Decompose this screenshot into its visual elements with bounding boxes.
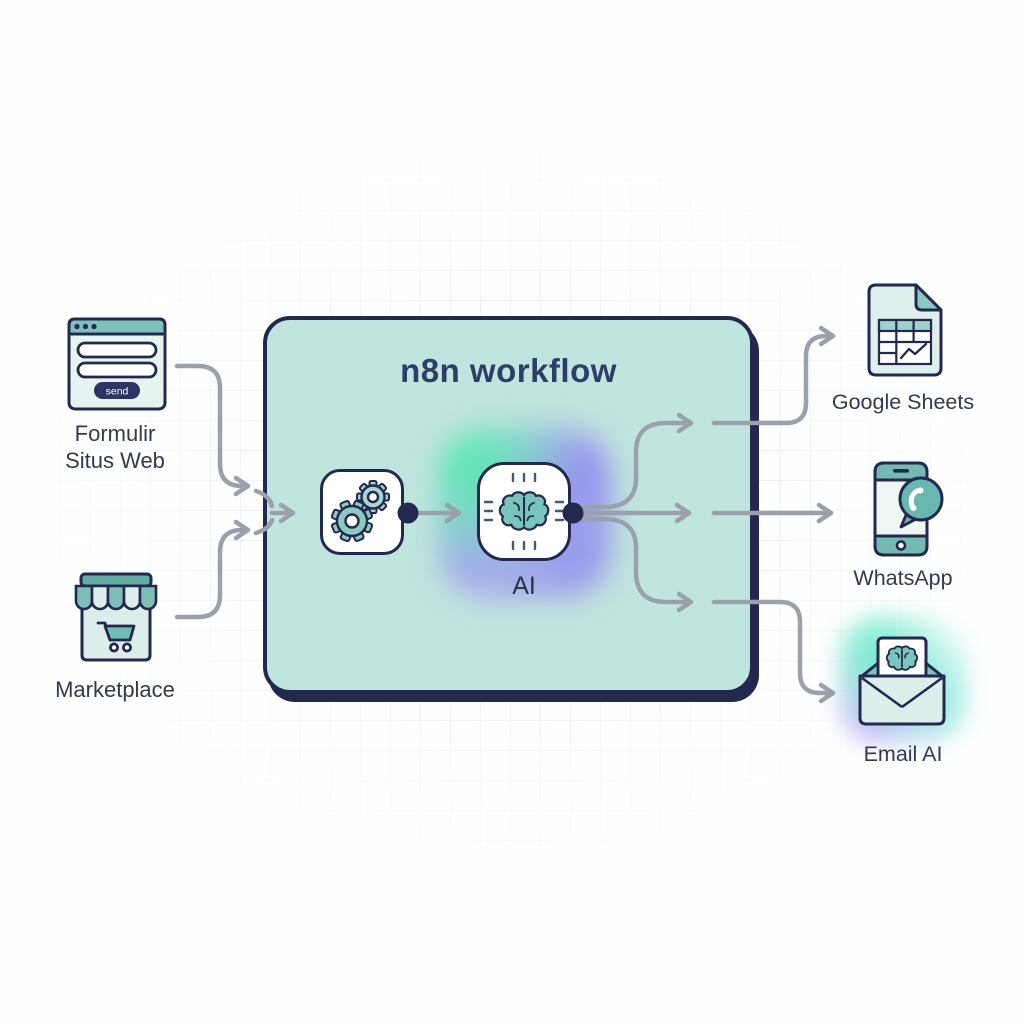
- chat-bubble-phone-icon: [898, 476, 944, 529]
- google-sheets-label: Google Sheets: [831, 390, 975, 414]
- web-form-icon: send: [67, 317, 167, 416]
- arrow-merge-curve-bottom: [253, 517, 275, 536]
- shopping-cart-icon: [96, 621, 136, 653]
- form-label: Formulir Situs Web: [25, 420, 205, 475]
- arrow-marketplace-to-box: [174, 519, 251, 620]
- home-button: [895, 540, 907, 551]
- browser-dot-icon: [74, 323, 80, 330]
- folded-corner: [914, 283, 943, 312]
- brain-icon: [498, 491, 550, 531]
- browser-header-bar: [67, 317, 167, 336]
- form-label-line1: Formulir: [74, 421, 156, 446]
- gears-output-port[interactable]: [397, 502, 419, 524]
- speaker-slot: [893, 469, 909, 473]
- arrow-to-email-ai: [711, 599, 836, 704]
- browser-dot-icon: [91, 323, 97, 330]
- arrow-ai-branch-bottom: [575, 516, 694, 613]
- envelope-brain-icon: [854, 630, 950, 735]
- awning-stripes: [74, 584, 158, 611]
- ai-output-port[interactable]: [562, 502, 584, 524]
- email-ai-label: Email AI: [863, 742, 943, 766]
- form-label-line2: Situs Web: [65, 448, 165, 474]
- phone-chat-icon: [872, 461, 948, 562]
- envelope-body: [858, 674, 946, 726]
- envelope-creases: [861, 676, 943, 709]
- arrow-merge-curve-top: [253, 488, 275, 509]
- chip-tick-marks: [483, 472, 565, 551]
- spreadsheet-grid: [877, 318, 933, 366]
- brain-chip-icon: [483, 472, 565, 551]
- arrow-ai-branch-top: [575, 412, 694, 510]
- gears-icon: [330, 480, 390, 543]
- send-button[interactable]: [94, 382, 140, 399]
- spreadsheet-document-icon: [866, 283, 944, 382]
- workflow-box-title: n8n workflow: [400, 352, 617, 389]
- browser-dot-icon: [82, 323, 89, 330]
- ai-node-label: AI: [512, 572, 536, 600]
- ai-node[interactable]: [477, 462, 571, 561]
- form-input-field[interactable]: [76, 361, 158, 379]
- marketplace-label: Marketplace: [55, 677, 175, 702]
- chart-line-icon: [899, 342, 928, 360]
- automation-node[interactable]: [320, 469, 404, 555]
- arrow-form-to-box: [174, 363, 251, 497]
- storefront-cart-icon: [70, 571, 162, 669]
- brain-icon: [885, 645, 919, 671]
- arrow-to-google-sheets: [711, 325, 836, 426]
- large-gear: [330, 499, 374, 543]
- whatsapp-label: WhatsApp: [853, 566, 953, 590]
- send-button-label: send: [106, 386, 129, 398]
- form-input-field[interactable]: [76, 341, 158, 359]
